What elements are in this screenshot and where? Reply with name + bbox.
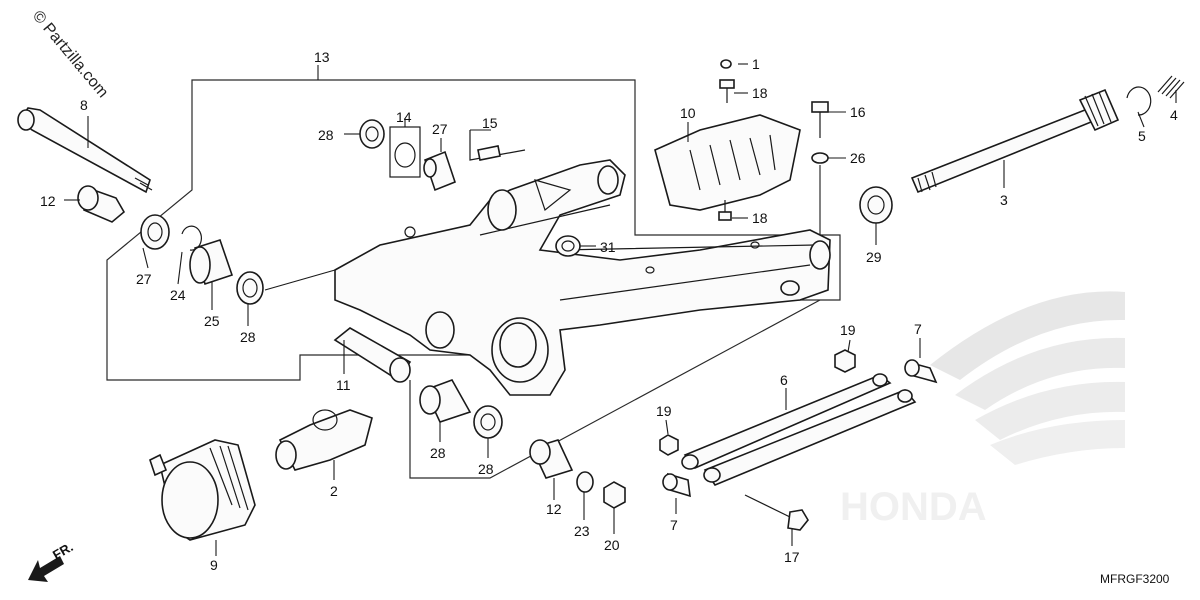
nut-19-right bbox=[834, 349, 856, 373]
nut-20 bbox=[603, 481, 626, 509]
partzilla-watermark: © Partzilla.com bbox=[29, 8, 111, 102]
callout-8: 8 bbox=[80, 97, 88, 113]
seal-31 bbox=[555, 235, 581, 257]
nut-19-left bbox=[659, 434, 679, 456]
callout-12: 12 bbox=[40, 193, 56, 209]
collar-7-left bbox=[662, 472, 691, 498]
guard-10 bbox=[654, 114, 801, 211]
callout-9: 9 bbox=[210, 557, 218, 573]
group-bracket-27 bbox=[409, 299, 821, 479]
needle-bearing-24 bbox=[189, 238, 234, 286]
washer-22 bbox=[811, 152, 829, 164]
callout-31: 31 bbox=[600, 239, 616, 255]
callout-4: 4 bbox=[1170, 107, 1178, 123]
callout-22: 26 bbox=[850, 150, 866, 166]
callout-16: 16 bbox=[850, 104, 866, 120]
bolt-17 bbox=[744, 494, 809, 531]
callout-19: 19 bbox=[840, 322, 856, 338]
callout-7: 7 bbox=[914, 321, 922, 337]
callout-13: 13 bbox=[314, 49, 330, 65]
callout-26: 28 bbox=[240, 329, 256, 345]
dust-seal-25 bbox=[423, 150, 456, 192]
universal-joint-2 bbox=[275, 409, 373, 471]
seal-30 bbox=[859, 186, 893, 224]
spring-4 bbox=[1157, 75, 1185, 99]
honda-brand-text: HONDA bbox=[840, 485, 987, 529]
callout-18: 18 bbox=[752, 85, 768, 101]
callout-6: 6 bbox=[780, 372, 788, 388]
callout-5: 5 bbox=[1138, 128, 1146, 144]
seal-15 bbox=[469, 130, 526, 161]
callout-15: 15 bbox=[482, 115, 498, 131]
callout-24: 25 bbox=[204, 313, 220, 329]
swingarm bbox=[334, 159, 831, 396]
callout-28: 27 bbox=[136, 271, 152, 287]
callout-25: 27 bbox=[432, 121, 448, 137]
callout-10: 10 bbox=[680, 105, 696, 121]
callout-17: 17 bbox=[784, 549, 800, 565]
callout-1: 1 bbox=[752, 56, 760, 72]
drive-shaft-3 bbox=[910, 88, 1120, 194]
pivot-boot-9 bbox=[149, 439, 256, 541]
collar-12-bottom bbox=[529, 439, 574, 479]
bolt-18-top bbox=[719, 79, 735, 103]
callout-labels: 13 1 18 10 16 26 18 3 5 4 29 31 8 12 27 … bbox=[40, 49, 1178, 573]
box-14 bbox=[389, 126, 421, 178]
sleeve-11 bbox=[333, 327, 412, 383]
bearing-28-left bbox=[140, 214, 170, 250]
oil-seal-29 bbox=[359, 119, 385, 149]
callout-20: 20 bbox=[604, 537, 620, 553]
bearing-26 bbox=[236, 271, 264, 305]
pivot-bolt bbox=[17, 107, 153, 194]
callout-12: 12 bbox=[546, 501, 562, 517]
front-direction-arrow-icon bbox=[28, 556, 64, 582]
leader-lines bbox=[64, 63, 1177, 556]
diagram-code: MFRGF3200 bbox=[1100, 572, 1170, 586]
collar-12-top bbox=[77, 185, 126, 223]
callout-30: 29 bbox=[866, 249, 882, 265]
callout-18: 18 bbox=[752, 210, 768, 226]
callout-3: 3 bbox=[1000, 192, 1008, 208]
callout-27: 28 bbox=[430, 445, 446, 461]
callout-19: 19 bbox=[656, 403, 672, 419]
direction-label: FR. bbox=[50, 539, 76, 562]
circlip-5 bbox=[1126, 86, 1152, 116]
bearing-28-right bbox=[473, 405, 503, 439]
honda-watermark-logo: HONDA bbox=[840, 291, 1125, 529]
callout-21: 23 bbox=[574, 523, 590, 539]
callout-23: 24 bbox=[170, 287, 186, 303]
bolt-16 bbox=[811, 101, 829, 138]
bearing-27 bbox=[419, 379, 472, 423]
snap-ring-14 bbox=[394, 142, 416, 168]
callout-29: 28 bbox=[318, 127, 334, 143]
callout-28: 28 bbox=[478, 461, 494, 477]
callout-11: 11 bbox=[336, 377, 351, 393]
link-6 bbox=[681, 373, 917, 486]
callout-14: 14 bbox=[396, 109, 412, 125]
collar-7-right bbox=[904, 359, 938, 384]
bolt-18-bottom bbox=[718, 200, 732, 221]
washer-21 bbox=[576, 471, 594, 493]
cap-1 bbox=[720, 59, 732, 69]
callout-7: 7 bbox=[670, 517, 678, 533]
callout-2: 2 bbox=[330, 483, 338, 499]
